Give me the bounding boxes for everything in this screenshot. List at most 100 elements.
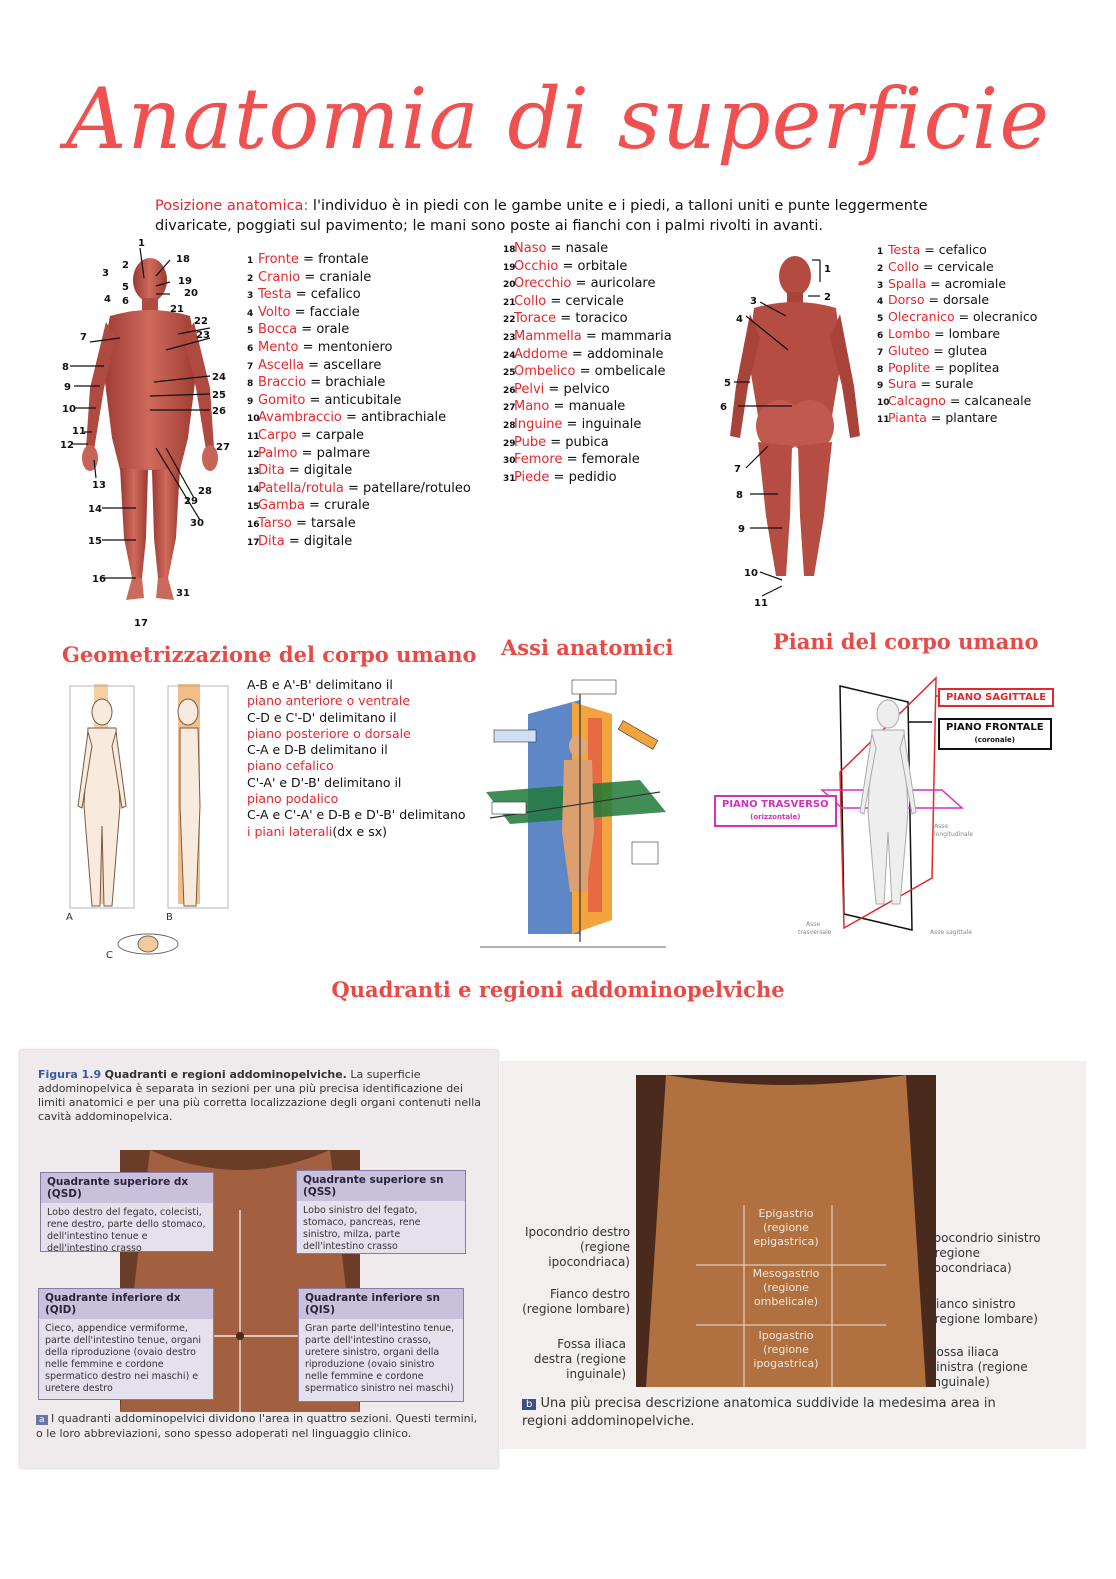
geometry-line: C-A e C'-A' e D-B e D'-B' delimitano: [247, 807, 466, 823]
quadrant-qsd-body: Lobo destro del fegato, colecisti, rene …: [47, 1207, 206, 1254]
term-adjective: auricolare: [590, 276, 656, 292]
term-adjective: tarsale: [311, 515, 356, 531]
geo-letter-a: A: [66, 912, 73, 923]
term-name: Gomito: [258, 392, 306, 408]
page-title: Anatomia di superficie: [65, 70, 1051, 168]
quadrant-qsd-title: Quadrante superiore dx (QSD): [41, 1173, 213, 1203]
svg-text:11: 11: [72, 426, 86, 437]
term-number: 21: [503, 297, 516, 308]
region-ipocondrio-destro: Ipocondrio destro (regione ipocondriaca): [524, 1225, 630, 1269]
region-fossa-iliaca-destra: Fossa iliaca destra (regione inguinale): [533, 1337, 626, 1381]
svg-text:19: 19: [178, 276, 192, 287]
svg-text:31: 31: [176, 588, 190, 599]
term-adjective: anticubitale: [324, 392, 402, 408]
term-number: 2: [247, 273, 254, 284]
svg-text:10: 10: [62, 404, 76, 415]
term-adjective: poplitea: [948, 359, 1000, 375]
term-number: 7: [247, 361, 254, 372]
term-adjective: cefalico: [938, 242, 987, 257]
term-row: 11Carpo = carpale: [247, 428, 507, 446]
term-equals: =: [343, 480, 363, 496]
term-equals: =: [926, 275, 945, 291]
term-name: Spalla: [888, 275, 927, 291]
term-number: 13: [247, 467, 260, 478]
term-number: 30: [503, 456, 516, 467]
term-name: Gluteo: [888, 342, 930, 358]
heading-planes: Piani del corpo umano: [773, 629, 1039, 654]
figure-caption-header: Figura 1.9 Quadranti e regioni addominop…: [38, 1068, 484, 1124]
term-adjective: frontale: [318, 252, 369, 267]
term-name: Bocca: [258, 322, 298, 338]
term-number: 24: [503, 350, 516, 361]
term-number: 5: [247, 326, 254, 337]
term-equals: =: [581, 328, 601, 344]
term-number: 27: [503, 403, 516, 414]
geometry-line: piano cefalico: [247, 758, 334, 774]
term-adjective: digitale: [303, 463, 353, 479]
svg-text:26: 26: [212, 406, 226, 417]
term-equals: =: [549, 399, 569, 415]
term-name: Pianta: [888, 409, 927, 425]
label-sagittal-plane: PIANO SAGITTALE: [938, 688, 1055, 707]
term-number: 16: [247, 519, 260, 530]
term-adjective: orale: [316, 322, 350, 338]
svg-text:7: 7: [80, 332, 87, 343]
term-number: 1: [247, 256, 254, 266]
term-adjective: brachiale: [325, 375, 386, 391]
svg-text:Asse: Asse: [934, 823, 948, 830]
term-number: 1: [877, 247, 884, 257]
term-number: 8: [247, 379, 254, 390]
term-equals: =: [929, 342, 948, 358]
term-number: 23: [503, 332, 516, 343]
definition-text: l'individuo è in piedi con le gambe unit…: [155, 198, 928, 234]
figure-text: La superficie addominopelvica è separata…: [38, 1068, 482, 1123]
term-equals: =: [298, 252, 319, 267]
term-number: 20: [503, 280, 516, 291]
term-name: Pelvi: [514, 381, 545, 397]
term-name: Testa: [258, 287, 292, 303]
term-adjective: addominale: [586, 346, 664, 362]
term-equals: =: [284, 533, 304, 549]
term-adjective: ascellare: [323, 357, 382, 373]
caption-b: b Una più precisa descrizione anatomica …: [522, 1395, 1042, 1430]
caption-a-tag: a: [36, 1415, 48, 1425]
term-name: Mento: [258, 339, 299, 355]
term-equals: =: [297, 445, 317, 461]
svg-text:7: 7: [734, 464, 741, 475]
term-name: Gamba: [258, 498, 305, 514]
svg-text:12: 12: [60, 440, 74, 451]
term-name: Patella/rotula: [258, 480, 344, 496]
term-equals: =: [546, 241, 566, 256]
quadrant-qsd: Quadrante superiore dx (QSD) Lobo destro…: [40, 1172, 214, 1254]
term-number: 2: [877, 263, 884, 274]
term-name: Dorso: [888, 292, 925, 308]
svg-text:23: 23: [196, 330, 210, 341]
term-equals: =: [918, 258, 938, 274]
regions-book-photo: Epigastrio (regione epigastrica) Mesogas…: [500, 1061, 1086, 1449]
term-name: Occhio: [514, 258, 559, 274]
svg-text:25: 25: [212, 390, 226, 401]
svg-text:18: 18: [176, 254, 190, 265]
term-adjective: carpale: [315, 427, 365, 443]
term-adjective: cervicale: [937, 258, 994, 274]
figure-label: Figura 1.9: [38, 1068, 102, 1081]
term-name: Dita: [258, 463, 285, 479]
term-name: Lombo: [888, 325, 931, 341]
transverse-plane-title: PIANO TRASVERSO: [722, 799, 829, 810]
term-number: 31: [503, 473, 516, 484]
geo-letter-b: B: [166, 912, 173, 923]
region-epigastrio: Epigastrio (regione epigastrica): [753, 1207, 819, 1248]
term-row: 31Piede = pedidio: [503, 470, 713, 488]
term-name: Torace: [514, 311, 557, 327]
term-name: Avambraccio: [258, 410, 342, 426]
svg-text:1: 1: [824, 264, 831, 275]
svg-text:9: 9: [738, 524, 745, 535]
term-adjective: mammaria: [600, 328, 672, 344]
term-number: 26: [503, 385, 516, 396]
term-number: 9: [877, 381, 884, 392]
